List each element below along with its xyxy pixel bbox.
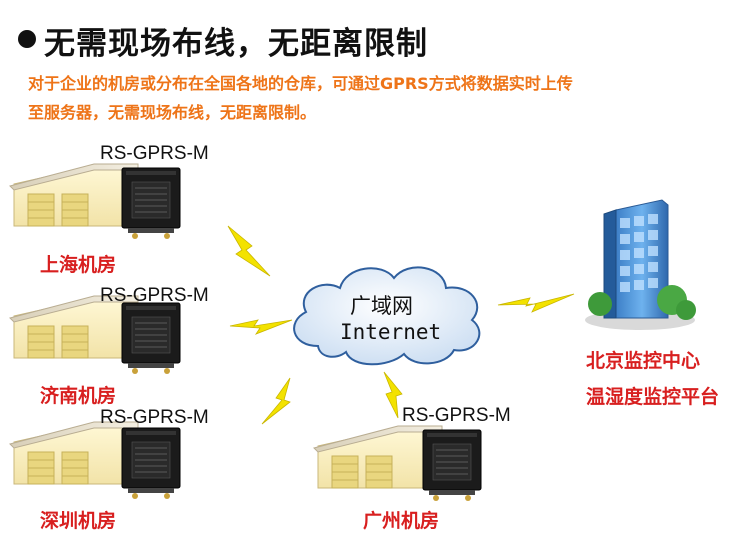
- lightning-bolt-icon: [497, 293, 575, 313]
- wireless-link-guangzhou: [383, 371, 403, 419]
- lightning-bolt-icon: [227, 225, 271, 277]
- wireless-link-shanghai: [227, 225, 271, 277]
- page-title: 无需现场布线，无距离限制: [18, 18, 428, 63]
- internet-cloud: [293, 266, 481, 366]
- warehouse-icon: [9, 163, 139, 227]
- tree-icon: [676, 300, 696, 320]
- location-label-3: 深圳机房: [40, 510, 117, 532]
- node-shanghai: [9, 163, 181, 240]
- monitoring-center-building: [585, 199, 696, 330]
- lightning-bolt-icon: [261, 377, 291, 425]
- warehouse-icon: [9, 421, 139, 485]
- device-label-4: RS-GPRS-M: [402, 405, 511, 426]
- wireless-link-shenzhen: [261, 377, 291, 425]
- device-label-1: RS-GPRS-M: [100, 143, 209, 164]
- wireless-link-jinan: [229, 319, 293, 335]
- device-label-2: RS-GPRS-M: [100, 285, 209, 306]
- node-jinan: [9, 295, 181, 375]
- gprs-device-icon: [121, 302, 181, 375]
- network-label-en: Internet: [340, 320, 442, 344]
- wireless-link-center: [497, 293, 575, 313]
- bullet-dot: [18, 30, 36, 48]
- intro-line-1: 对于企业的机房或分布在全国各地的仓库，可通过GPRS方式将数据实时上传: [28, 74, 573, 93]
- location-label-2: 济南机房: [40, 385, 117, 407]
- node-shenzhen: [9, 421, 181, 500]
- tree-icon: [588, 292, 612, 316]
- page-title-text: 无需现场布线，无距离限制: [44, 26, 428, 62]
- device-label-3: RS-GPRS-M: [100, 407, 209, 428]
- gprs-device-icon: [422, 429, 482, 502]
- node-guangzhou: [313, 425, 482, 502]
- cloud-icon: [293, 266, 481, 366]
- intro-line-2: 至服务器，无需现场布线，无距离限制。: [28, 103, 317, 122]
- location-label-4: 广州机房: [363, 510, 440, 532]
- center-label-1: 北京监控中心: [586, 350, 701, 372]
- location-label-1: 上海机房: [40, 254, 117, 276]
- lightning-bolt-icon: [229, 319, 293, 335]
- intro-text: 对于企业的机房或分布在全国各地的仓库，可通过GPRS方式将数据实时上传 至服务器…: [28, 69, 728, 127]
- network-label-cn: 广域网: [350, 294, 413, 318]
- lightning-bolt-icon: [383, 371, 403, 419]
- gprs-device-icon: [121, 167, 181, 240]
- gprs-device-icon: [121, 427, 181, 500]
- center-label-2: 温湿度监控平台: [586, 386, 720, 408]
